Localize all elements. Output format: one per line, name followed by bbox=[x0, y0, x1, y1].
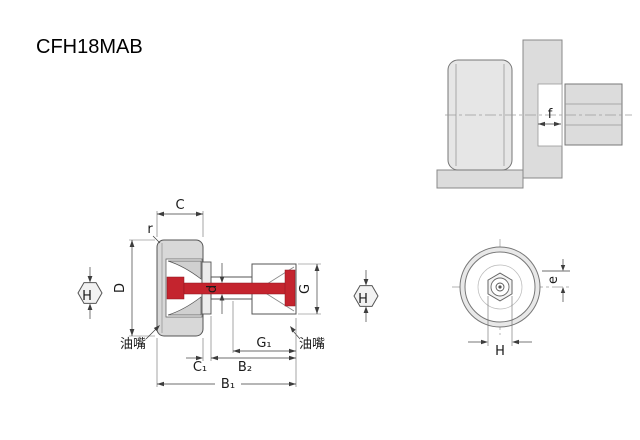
dim-C: C bbox=[156, 198, 204, 237]
dim-d: d bbox=[205, 263, 225, 314]
dim-G: G bbox=[298, 263, 321, 315]
dim-H-right: H bbox=[353, 270, 379, 322]
nipple-hex-right bbox=[353, 285, 379, 307]
dim-label-r: r bbox=[147, 222, 153, 237]
dim-label-f: f bbox=[548, 107, 553, 122]
center-dot bbox=[498, 285, 502, 289]
dim-C1-B2: C₁ B₂ bbox=[186, 316, 296, 375]
front-view: e H bbox=[452, 239, 572, 359]
dim-B1: B₁ bbox=[156, 318, 297, 392]
grease-label-right: 油嘴 bbox=[299, 337, 325, 352]
dim-label-C: C bbox=[175, 198, 184, 213]
dim-label-H-front: H bbox=[495, 344, 505, 359]
dim-f: f bbox=[538, 107, 561, 127]
dim-e: e bbox=[542, 259, 570, 302]
dim-G1: G₁ bbox=[232, 301, 296, 354]
dim-label-B2: B₂ bbox=[238, 360, 252, 375]
dim-H-front: H bbox=[468, 296, 532, 359]
chamfer-circle bbox=[477, 264, 523, 310]
grease-label-left: 油嘴 bbox=[120, 337, 146, 352]
dim-H-left: H bbox=[77, 267, 103, 319]
cam-follower-section bbox=[156, 239, 297, 337]
dim-r: r bbox=[147, 222, 161, 244]
dim-label-d: d bbox=[205, 285, 220, 293]
dim-label-D: D bbox=[113, 283, 128, 293]
part-number-title: CFH18MAB bbox=[36, 36, 143, 58]
dim-label-H-right: H bbox=[358, 292, 368, 307]
raceway-top bbox=[167, 260, 202, 280]
raceway-bottom bbox=[167, 296, 202, 316]
stud-core-end bbox=[284, 269, 296, 307]
stud-core-shaft bbox=[183, 282, 288, 295]
dim-label-G1: G₁ bbox=[256, 336, 271, 351]
dim-label-C1: C₁ bbox=[193, 360, 207, 375]
hex-nut-side-view bbox=[564, 83, 623, 146]
dim-label-G: G bbox=[298, 284, 313, 294]
grease-callout-left: 油嘴 bbox=[120, 325, 160, 352]
track-rail bbox=[436, 169, 524, 189]
stud-core-left bbox=[166, 276, 185, 300]
dim-label-e: e bbox=[546, 276, 561, 284]
nipple-hex-left bbox=[77, 282, 103, 304]
dim-D: D bbox=[113, 239, 155, 337]
grease-callout-right: 油嘴 bbox=[290, 326, 325, 352]
dim-label-H-left: H bbox=[82, 289, 92, 304]
dim-label-B1: B₁ bbox=[221, 377, 235, 392]
section-view: C r D H bbox=[77, 198, 379, 392]
mounting-view: f bbox=[436, 39, 632, 189]
